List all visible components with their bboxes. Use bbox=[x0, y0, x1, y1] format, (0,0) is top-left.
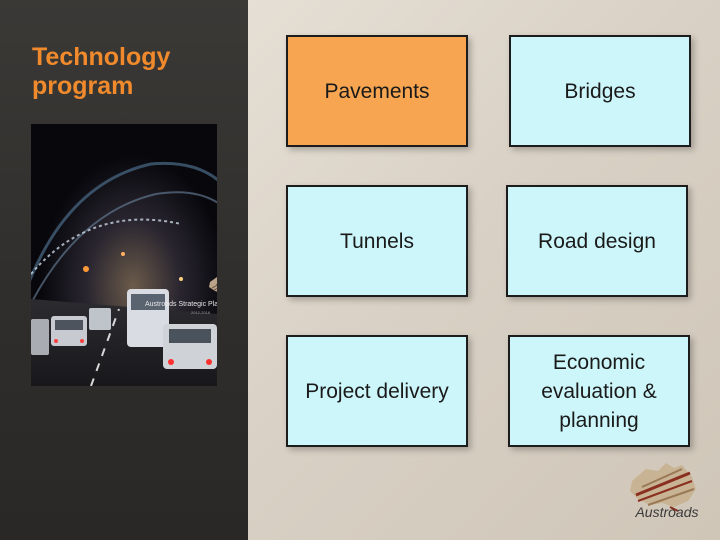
austroads-wordmark: Austroads bbox=[635, 504, 699, 520]
program-box-label: Road design bbox=[538, 229, 656, 253]
program-box-project-delivery[interactable]: Project delivery bbox=[286, 335, 468, 447]
slide-title: Technology program bbox=[32, 43, 171, 100]
program-box-economic-evaluation[interactable]: Economic evaluation & planning bbox=[508, 335, 690, 447]
program-box-label: Economic evaluation & planning bbox=[541, 350, 657, 432]
program-box-tunnels[interactable]: Tunnels bbox=[286, 185, 468, 297]
program-box-road-design[interactable]: Road design bbox=[506, 185, 688, 297]
cover-heading: Austroads Strategic Plan bbox=[145, 301, 217, 308]
cover-subheading: 2012-2016 bbox=[191, 310, 211, 315]
austroads-cover-logo-icon bbox=[209, 277, 217, 292]
sidebar-panel: Technology program bbox=[0, 0, 248, 540]
program-box-label: Project delivery bbox=[305, 379, 449, 403]
program-box-label: Pavements bbox=[324, 79, 430, 103]
program-box-pavements[interactable]: Pavements bbox=[286, 35, 468, 147]
program-box-label: Bridges bbox=[564, 79, 636, 103]
strategic-plan-cover-image: Austroads Strategic Plan 2012-2016 bbox=[31, 124, 217, 386]
program-box-bridges[interactable]: Bridges bbox=[509, 35, 691, 147]
program-box-label: Tunnels bbox=[340, 229, 414, 253]
austroads-logo-icon bbox=[630, 463, 696, 512]
tunnel-photo bbox=[31, 124, 217, 386]
